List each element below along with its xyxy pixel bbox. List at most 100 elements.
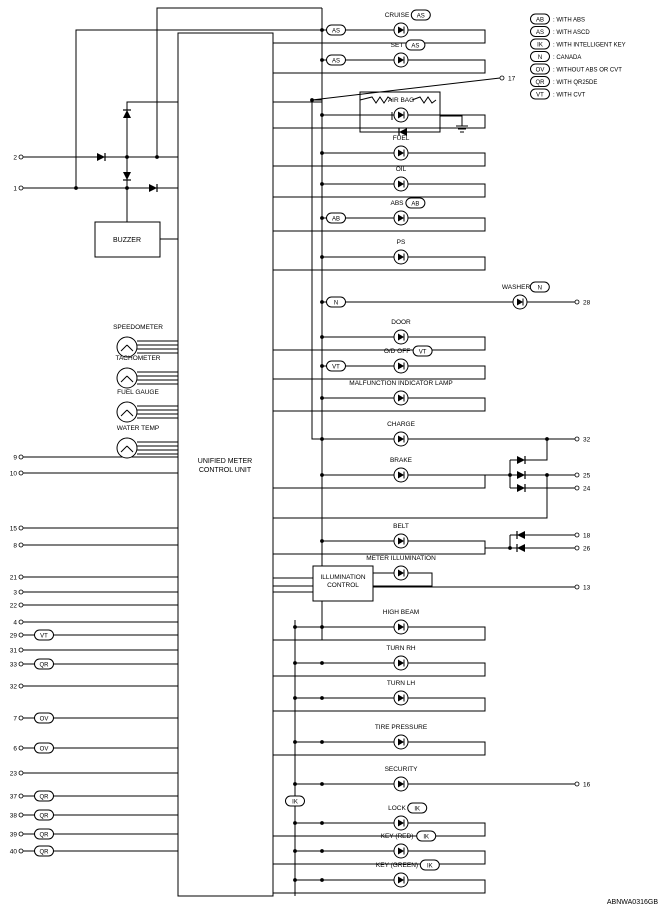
lamp-diode-12: [398, 471, 404, 479]
left-badge-37-text: QR: [40, 794, 50, 800]
left-terminal-40: [18, 848, 24, 854]
unified-meter-label-line1: UNIFIED METER: [198, 458, 252, 465]
left-terminal-33: [18, 661, 24, 667]
left-badge-33-text: QR: [40, 662, 50, 668]
lamp-return-13: [273, 540, 486, 555]
left-terminal-22: [18, 602, 24, 608]
feed-badge-0-text: AS: [332, 28, 340, 34]
right-pin-13: 13: [583, 585, 591, 592]
junction-dot: [320, 255, 324, 259]
gauge-needle-0: [120, 344, 128, 352]
left-badge-33-shape: [34, 658, 54, 670]
gauge-needle2-0: [126, 344, 134, 352]
junction-dot: [320, 58, 324, 62]
left-badge-6-text: OV: [40, 746, 49, 752]
lamp-diode-5: [398, 214, 404, 222]
legend-text-4: : WITHOUT ABS OR CVT: [553, 67, 622, 73]
indicator-label-19: SECURITY: [385, 766, 419, 773]
junction-dot: [293, 696, 297, 700]
wire-brake-return: [273, 475, 548, 519]
indicator-label-20: LOCK: [388, 805, 406, 812]
gauge-label-1: TACHOMETER: [115, 355, 160, 362]
indicator-label-18: TIRE PRESSURE: [375, 724, 428, 731]
feed-badge-3-shape: [326, 296, 346, 308]
indicator-label-15: HIGH BEAM: [383, 609, 419, 616]
right-terminal-25: [574, 472, 580, 478]
junction-dot: [293, 782, 297, 786]
left-terminal-38: [18, 812, 24, 818]
indicator-label-16: TURN RH: [386, 645, 416, 652]
right-terminal-28: [574, 299, 580, 305]
junction-dot: [320, 396, 324, 400]
diode-pin2: [97, 153, 105, 161]
gauge-needle2-3: [126, 445, 134, 453]
indicator-label-6: PS: [397, 239, 406, 246]
indicator-label-9: O/D OFF: [384, 348, 410, 355]
junction-dot: [293, 661, 297, 665]
left-terminal-15: [18, 525, 24, 531]
lamp-diode-1: [398, 56, 404, 64]
gauge-dial-1: [116, 367, 138, 389]
lamp-return-22: [273, 879, 486, 894]
lamp-diode-10: [398, 394, 404, 402]
junction-dot: [320, 113, 324, 117]
lamp-diode-17: [398, 694, 404, 702]
indicator-label-12: BRAKE: [390, 457, 413, 464]
legend-code-4-shape: [530, 63, 550, 75]
feed-badge-3-text: N: [334, 300, 338, 306]
left-badge-7-shape: [34, 712, 54, 724]
airbag-circuit: [359, 91, 468, 133]
lamp-diode-7: [517, 298, 523, 306]
legend-code-4-text: OV: [536, 67, 545, 73]
indicator-badge-0-shape: [410, 9, 431, 21]
junction-dot: [320, 364, 324, 368]
gauge-dial-3: [116, 437, 138, 459]
airbag-supply: [311, 77, 501, 101]
legend-code-3-shape: [530, 51, 550, 62]
left-pin-21: 21: [10, 575, 18, 582]
left-terminal-23: [18, 770, 24, 776]
feed-badge-1-shape: [326, 54, 346, 66]
feed-badge-2-text: AB: [332, 216, 340, 222]
left-pin-37: 37: [10, 794, 18, 801]
legend-code-5-shape: [530, 76, 550, 87]
lamp-diode-20: [398, 819, 404, 827]
junction-dot: [155, 155, 159, 159]
left-pin-8: 8: [13, 543, 17, 550]
airbag-loop: [359, 91, 441, 133]
left-badge-40-shape: [34, 845, 54, 857]
left-pin-3: 3: [13, 590, 17, 597]
indicator-label-5: ABS: [390, 200, 404, 207]
indicator-badge-21-shape: [416, 830, 437, 842]
lamp-return-5: [273, 217, 486, 232]
right-pin-24: 24: [583, 486, 591, 493]
buzzer-label: BUZZER: [113, 237, 141, 244]
lamp-return-10: [273, 397, 486, 412]
right-pin-16: 16: [583, 782, 591, 789]
lamp-diode-15: [398, 623, 404, 631]
junction-dot: [74, 186, 78, 190]
lamp-diode-9: [398, 362, 404, 370]
junction-dot: [508, 546, 512, 550]
indicator-badge-22-shape: [419, 859, 440, 871]
junction-dot: [293, 821, 297, 825]
indicator-badge-5-text: AB: [411, 201, 419, 207]
left-terminal-7: [18, 715, 24, 721]
left-pin-32: 32: [10, 684, 18, 691]
diode-belt-upper: [517, 531, 525, 539]
lamp-diode-19: [398, 780, 404, 788]
lamp-return-6: [273, 256, 486, 271]
left-terminal-31: [18, 647, 24, 653]
gauge-label-3: WATER TEMP: [117, 425, 160, 432]
diode-pin1: [149, 184, 157, 192]
legend-text-1: : WITH ASCD: [553, 30, 590, 36]
left-terminal-2: [18, 154, 24, 160]
left-pin-10: 10: [10, 471, 18, 478]
legend-code-5-text: QR: [536, 80, 546, 86]
right-terminal-18: [574, 532, 580, 538]
left-terminal-39: [18, 831, 24, 837]
feed-badge-4-shape: [326, 360, 346, 372]
feed-badge-2-shape: [326, 212, 346, 224]
